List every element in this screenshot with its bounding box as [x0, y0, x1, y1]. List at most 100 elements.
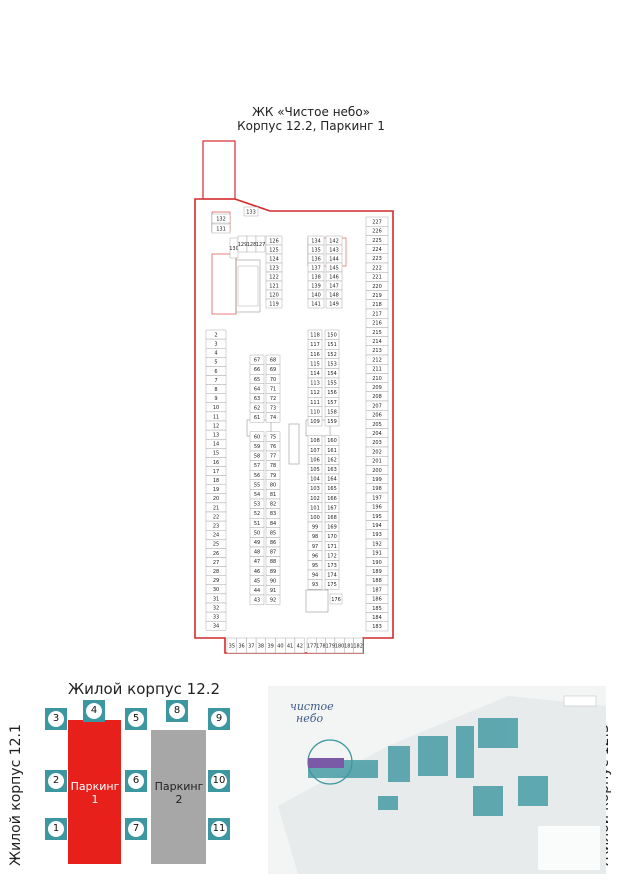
parking-space-30[interactable]: 30	[205, 584, 227, 595]
parking-space-194[interactable]: 194	[365, 520, 389, 530]
parking-space-7[interactable]: 7	[205, 375, 227, 385]
parking-2-area[interactable]	[151, 730, 206, 864]
parking-space-101[interactable]: 101	[307, 502, 323, 513]
building-4[interactable]: 4	[83, 700, 105, 722]
parking-space-39[interactable]: 39	[265, 637, 276, 654]
parking-space-77[interactable]: 77	[265, 450, 281, 461]
parking-space-150[interactable]: 150	[324, 329, 340, 340]
building-10[interactable]: 10	[208, 770, 230, 792]
parking-space-131[interactable]: 131	[211, 223, 231, 234]
parking-space-222[interactable]: 222	[365, 262, 389, 273]
parking-space-92[interactable]: 92	[265, 594, 281, 605]
parking-space-106[interactable]: 106	[307, 454, 323, 465]
parking-space-52[interactable]: 52	[249, 508, 265, 519]
parking-space-122[interactable]: 122	[265, 271, 283, 282]
parking-space-68[interactable]: 68	[265, 354, 281, 365]
parking-space-59[interactable]: 59	[249, 441, 265, 452]
parking-space-117[interactable]: 117	[307, 339, 323, 350]
parking-space-162[interactable]: 162	[324, 454, 340, 465]
parking-space-193[interactable]: 193	[365, 529, 389, 540]
parking-space-74[interactable]: 74	[265, 412, 281, 423]
parking-space-65[interactable]: 65	[249, 374, 265, 385]
parking-space-21[interactable]: 21	[205, 502, 227, 513]
parking-space-14[interactable]: 14	[205, 439, 227, 449]
parking-space-63[interactable]: 63	[249, 393, 265, 404]
parking-space-176[interactable]: 176	[329, 593, 343, 605]
parking-space-43[interactable]: 43	[249, 594, 265, 605]
parking-space-133[interactable]: 133	[243, 206, 259, 217]
parking-space-25[interactable]: 25	[205, 539, 227, 549]
parking-space-78[interactable]: 78	[265, 460, 281, 471]
parking-space-138[interactable]: 138	[307, 271, 325, 282]
parking-space-24[interactable]: 24	[205, 530, 227, 540]
parking-space-9[interactable]: 9	[205, 393, 227, 404]
parking-1-area[interactable]	[68, 720, 121, 864]
parking-space-208[interactable]: 208	[365, 391, 389, 402]
parking-space-60[interactable]: 60	[249, 431, 265, 442]
parking-space-183[interactable]: 183	[365, 621, 389, 632]
parking-space-140[interactable]: 140	[307, 289, 325, 300]
parking-space-62[interactable]: 62	[249, 402, 265, 413]
parking-space-70[interactable]: 70	[265, 374, 281, 385]
parking-space-189[interactable]: 189	[365, 566, 389, 576]
parking-space-126[interactable]: 126	[265, 235, 283, 246]
parking-space-154[interactable]: 154	[324, 368, 340, 379]
parking-space-118[interactable]: 118	[307, 329, 323, 340]
parking-space-2[interactable]: 2	[205, 329, 227, 340]
parking-space-111[interactable]: 111	[307, 397, 323, 408]
parking-space-149[interactable]: 149	[325, 298, 343, 309]
parking-space-204[interactable]: 204	[365, 428, 389, 439]
parking-space-28[interactable]: 28	[205, 566, 227, 576]
parking-space-169[interactable]: 169	[324, 521, 340, 532]
parking-space-22[interactable]: 22	[205, 511, 227, 522]
parking-space-82[interactable]: 82	[265, 498, 281, 509]
parking-space-197[interactable]: 197	[365, 492, 389, 503]
parking-space-165[interactable]: 165	[324, 483, 340, 494]
parking-space-12[interactable]: 12	[205, 420, 227, 431]
parking-space-214[interactable]: 214	[365, 336, 389, 347]
parking-space-91[interactable]: 91	[265, 585, 281, 596]
parking-space-79[interactable]: 79	[265, 470, 281, 481]
parking-space-40[interactable]: 40	[275, 637, 286, 654]
parking-space-144[interactable]: 144	[325, 253, 343, 264]
parking-space-147[interactable]: 147	[325, 280, 343, 291]
parking-space-99[interactable]: 99	[307, 521, 323, 532]
parking-space-155[interactable]: 155	[324, 377, 340, 388]
building-3[interactable]: 3	[45, 708, 67, 730]
parking-space-125[interactable]: 125	[265, 244, 283, 255]
parking-space-161[interactable]: 161	[324, 445, 340, 456]
parking-space-224[interactable]: 224	[365, 244, 389, 255]
parking-space-196[interactable]: 196	[365, 502, 389, 512]
parking-space-123[interactable]: 123	[265, 262, 283, 273]
parking-space-187[interactable]: 187	[365, 584, 389, 595]
parking-space-212[interactable]: 212	[365, 354, 389, 365]
parking-space-10[interactable]: 10	[205, 402, 227, 413]
building-2[interactable]: 2	[45, 770, 67, 792]
parking-space-73[interactable]: 73	[265, 402, 281, 413]
parking-space-171[interactable]: 171	[324, 541, 340, 552]
parking-space-27[interactable]: 27	[205, 557, 227, 567]
parking-space-31[interactable]: 31	[205, 593, 227, 604]
parking-space-172[interactable]: 172	[324, 550, 340, 561]
parking-space-96[interactable]: 96	[307, 550, 323, 561]
parking-space-191[interactable]: 191	[365, 548, 389, 558]
parking-space-94[interactable]: 94	[307, 569, 323, 580]
parking-space-157[interactable]: 157	[324, 397, 340, 408]
parking-space-115[interactable]: 115	[307, 358, 323, 369]
parking-space-179[interactable]: 179	[325, 637, 336, 654]
parking-space-32[interactable]: 32	[205, 602, 227, 613]
parking-space-127[interactable]: 127	[256, 235, 266, 253]
parking-space-47[interactable]: 47	[249, 556, 265, 567]
parking-space-170[interactable]: 170	[324, 531, 340, 542]
parking-space-174[interactable]: 174	[324, 569, 340, 580]
parking-space-23[interactable]: 23	[205, 520, 227, 531]
parking-space-175[interactable]: 175	[324, 579, 340, 590]
parking-space-36[interactable]: 36	[236, 637, 247, 654]
parking-space-42[interactable]: 42	[294, 637, 305, 654]
parking-space-206[interactable]: 206	[365, 410, 389, 420]
parking-space-219[interactable]: 219	[365, 290, 389, 301]
parking-space-49[interactable]: 49	[249, 537, 265, 548]
parking-space-103[interactable]: 103	[307, 483, 323, 494]
parking-space-16[interactable]: 16	[205, 457, 227, 467]
parking-space-225[interactable]: 225	[365, 235, 389, 245]
